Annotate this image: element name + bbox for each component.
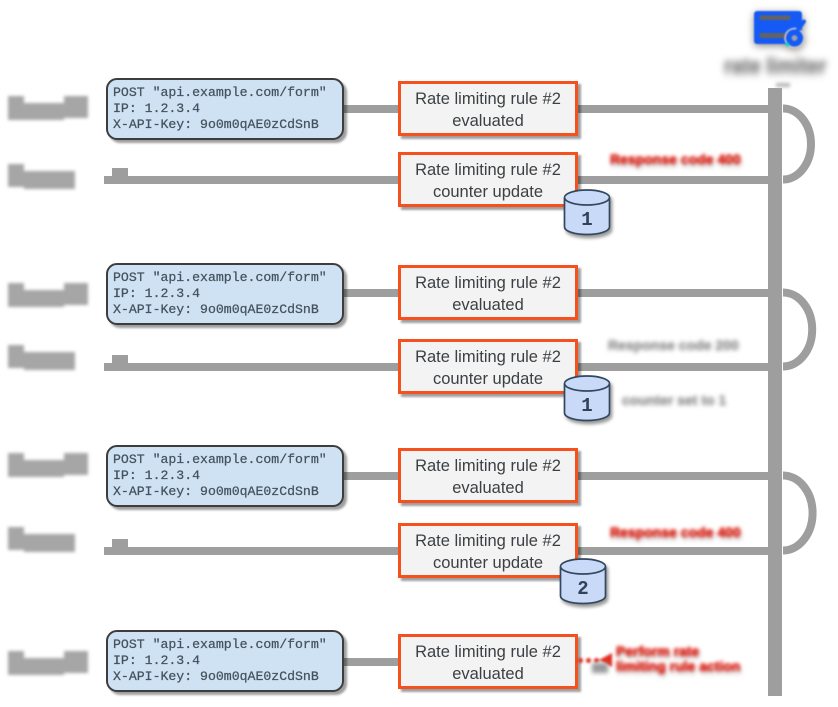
svg-text:2: 2 bbox=[577, 578, 588, 600]
svg-text:1: 1 bbox=[581, 209, 592, 231]
svg-text:1: 1 bbox=[581, 395, 592, 417]
